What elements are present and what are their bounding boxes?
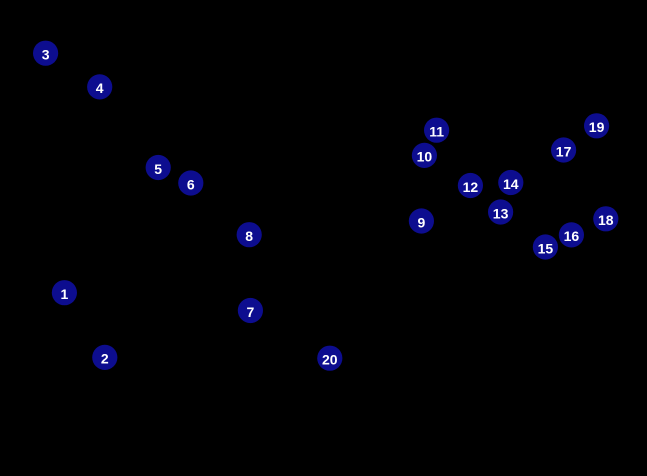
svg-text:10: 10 bbox=[417, 149, 433, 165]
svg-text:16: 16 bbox=[564, 228, 580, 244]
svg-text:20: 20 bbox=[322, 352, 338, 368]
svg-text:3: 3 bbox=[42, 47, 50, 63]
svg-text:7: 7 bbox=[247, 304, 255, 320]
svg-text:11: 11 bbox=[429, 124, 444, 140]
svg-text:9: 9 bbox=[418, 214, 426, 230]
svg-text:1: 1 bbox=[61, 286, 69, 302]
svg-text:14: 14 bbox=[503, 176, 519, 192]
svg-text:6: 6 bbox=[187, 176, 195, 192]
svg-text:5: 5 bbox=[154, 161, 162, 177]
svg-text:18: 18 bbox=[598, 212, 614, 228]
svg-text:4: 4 bbox=[96, 80, 104, 96]
svg-text:15: 15 bbox=[538, 240, 554, 256]
svg-text:19: 19 bbox=[589, 119, 605, 135]
svg-text:8: 8 bbox=[245, 228, 253, 244]
svg-text:2: 2 bbox=[101, 351, 109, 367]
svg-text:12: 12 bbox=[463, 179, 479, 195]
svg-text:13: 13 bbox=[493, 205, 509, 221]
svg-text:17: 17 bbox=[556, 143, 572, 159]
